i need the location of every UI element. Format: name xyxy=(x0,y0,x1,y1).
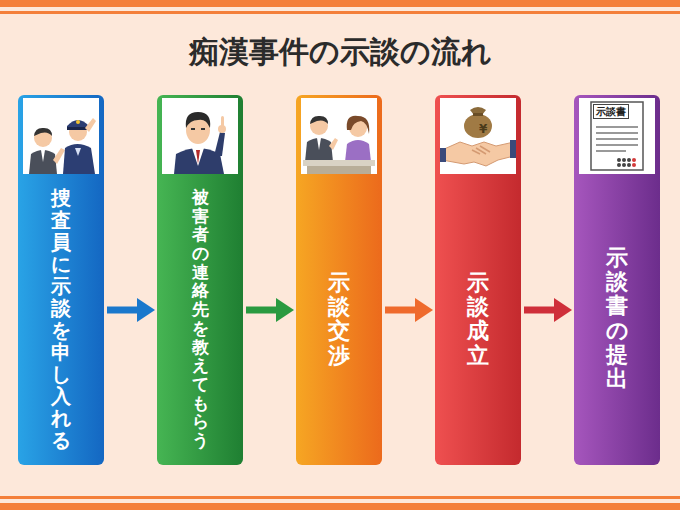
request-box: 捜査員に示談を申し入れる xyxy=(18,95,104,465)
step-text: 被害者の連絡先を教えてもらう xyxy=(192,188,209,450)
flow-arrow xyxy=(524,298,572,322)
top-bar xyxy=(0,0,680,7)
bottom-bar xyxy=(0,503,680,510)
negotiation-box: 示談交渉 xyxy=(296,95,382,465)
flow-arrow xyxy=(385,298,433,322)
settlement-box: 示談成立 ¥ xyxy=(435,95,521,465)
title: 痴漢事件の示談の流れ xyxy=(0,32,680,73)
flow-arrow xyxy=(246,298,294,322)
meeting-icon xyxy=(301,98,377,174)
handshake-icon xyxy=(440,98,516,174)
police-icon xyxy=(23,98,99,174)
yen-symbol: ¥ xyxy=(479,123,487,135)
flow-arrow xyxy=(107,298,155,322)
step-text: 示談書の提出 xyxy=(606,246,628,391)
step-text: 示談交渉 xyxy=(328,271,350,368)
bottom-line xyxy=(0,496,680,499)
step-text: 示談成立 xyxy=(467,271,489,368)
man-pointing-icon xyxy=(162,98,238,174)
contact-box: 被害者の連絡先を教えてもらう xyxy=(157,95,243,465)
document-title: 示談書 xyxy=(593,104,629,119)
submission-box: 示談書の提出 示談書 xyxy=(574,95,660,465)
top-line xyxy=(0,11,680,14)
step-text: 捜査員に示談を申し入れる xyxy=(51,187,71,451)
